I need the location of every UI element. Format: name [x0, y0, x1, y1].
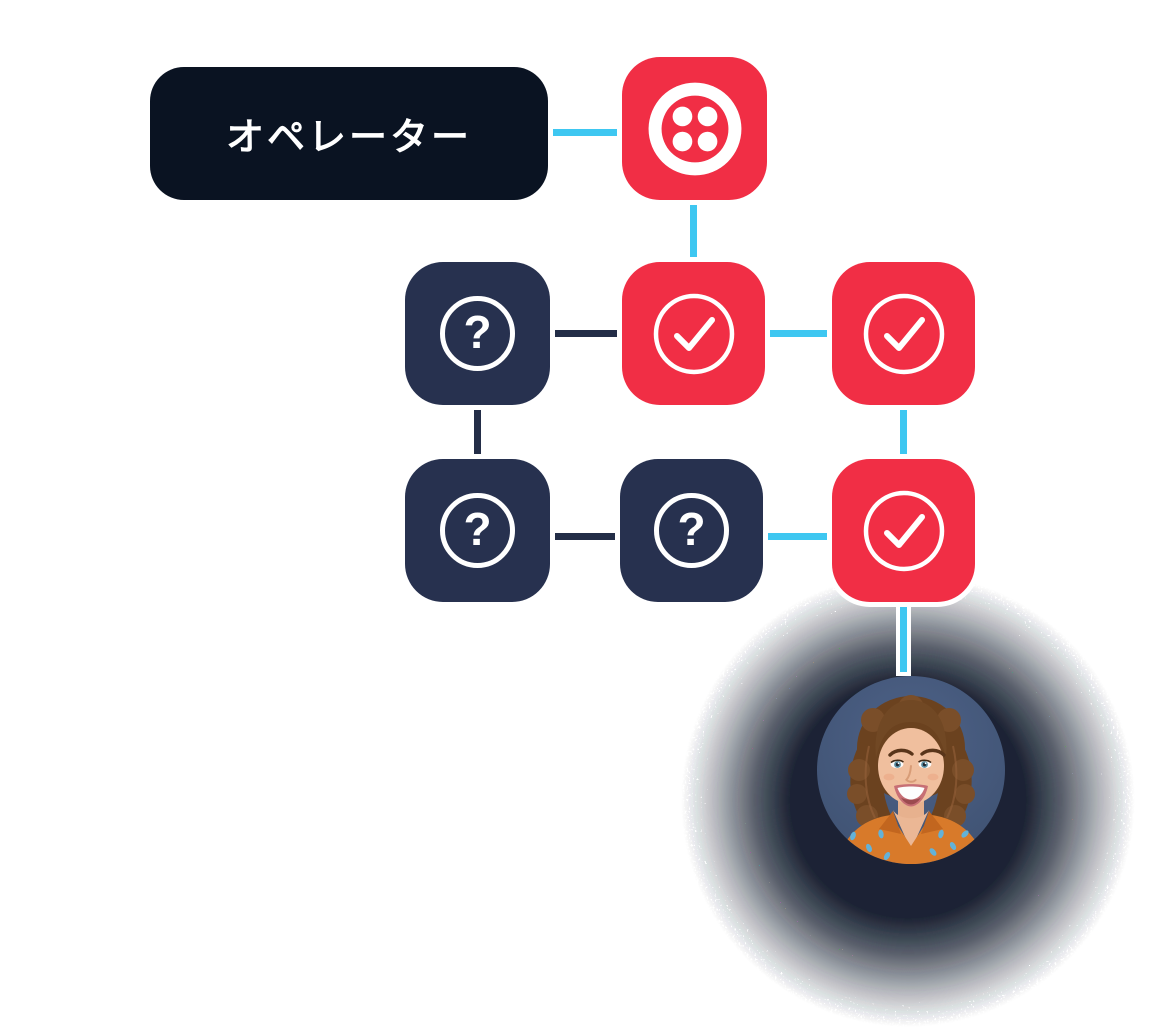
avatar-shirt — [837, 811, 985, 864]
connector-check3-avatar — [900, 596, 907, 672]
twilio-node — [622, 57, 767, 200]
question-icon: ? — [654, 493, 729, 568]
avatar-eyes — [890, 759, 932, 769]
question-icon: ? — [440, 493, 515, 568]
agent-avatar — [817, 676, 1005, 864]
operator-label: オペレーター — [225, 117, 472, 159]
check-icon — [863, 490, 944, 571]
avatar-hair-front — [875, 700, 947, 758]
check-icon — [863, 293, 944, 374]
connector-question3-check3 — [759, 533, 838, 540]
question-node-3: ? — [620, 459, 763, 602]
connector-twilio-check1 — [690, 194, 697, 268]
avatar-smile — [894, 784, 928, 807]
connector-question1-check1 — [544, 330, 628, 337]
check-node-1 — [622, 262, 765, 405]
check-node-2 — [832, 262, 975, 405]
check-node-3 — [832, 459, 975, 602]
question-node-2: ? — [405, 459, 550, 602]
question-icon: ? — [440, 296, 515, 371]
question-node-1: ? — [405, 262, 550, 405]
connector-question2-question3 — [544, 533, 628, 540]
check-icon — [653, 293, 734, 374]
connector-operator-twilio — [542, 129, 628, 136]
connector-check2-check3 — [900, 399, 907, 465]
operator-label-pill: オペレーター — [150, 67, 548, 200]
twilio-logo-icon — [648, 82, 741, 175]
connector-question1-question2 — [474, 399, 481, 465]
connector-check1-check2 — [759, 330, 838, 337]
